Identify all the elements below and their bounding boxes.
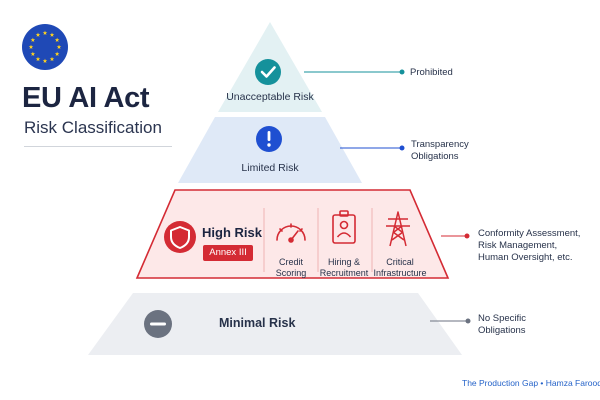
category-line: Scoring xyxy=(275,268,307,278)
shield-icon xyxy=(164,221,196,253)
eu-flag-icon xyxy=(22,24,68,70)
tier-high-label: High Risk xyxy=(202,225,262,240)
callout-transparency: Transparency Obligations xyxy=(411,139,469,163)
page-subtitle: Risk Classification xyxy=(24,118,162,137)
id-badge-icon xyxy=(332,210,356,244)
title-divider xyxy=(24,146,172,147)
flag-star-icon xyxy=(35,56,41,62)
category-line: Hiring & xyxy=(327,257,361,267)
flag-star-icon xyxy=(42,30,48,35)
minus-icon xyxy=(144,310,172,338)
callout-conformity: Conformity Assessment, Risk Management, … xyxy=(478,228,580,264)
flag-star-icon xyxy=(30,51,36,56)
flag-star-icon xyxy=(54,51,60,56)
callout-prohibited: Prohibited xyxy=(410,67,453,78)
flag-star-icon xyxy=(35,32,41,37)
gauge-icon xyxy=(276,223,306,243)
category-line: Infrastructure xyxy=(373,268,427,278)
callout-line: Human Oversight, etc. xyxy=(478,252,573,263)
flag-star-icon xyxy=(56,44,62,49)
callout-line: Risk Management, xyxy=(478,240,558,251)
callout-line: Transparency xyxy=(411,139,469,150)
callout-line: No Specific xyxy=(478,313,527,324)
flag-star-icon xyxy=(28,44,34,49)
footer-credit: The Production Gap • Hamza Farooq xyxy=(462,378,600,388)
category-hiring: Hiring & Recruitment xyxy=(320,257,369,279)
flag-star-icon xyxy=(49,32,55,37)
connector-prohibited xyxy=(304,69,405,75)
connector-conformity xyxy=(441,233,470,239)
exclamation-icon xyxy=(256,126,282,152)
category-line: Recruitment xyxy=(319,268,369,278)
callout-line: Obligations xyxy=(478,325,526,336)
flag-star-icon xyxy=(30,37,36,42)
flag-star-icon xyxy=(42,58,48,63)
connector-nospecific xyxy=(430,318,471,324)
annex-badge: Annex III xyxy=(203,245,253,261)
power-tower-icon xyxy=(386,211,410,247)
flag-star-icon xyxy=(54,37,60,42)
callout-line: Obligations xyxy=(411,151,459,162)
category-credit-scoring: Credit Scoring xyxy=(276,257,307,279)
callout-line: Conformity Assessment, xyxy=(478,228,581,239)
tier-limited-label: Limited Risk xyxy=(241,162,299,174)
category-critical-infrastructure: Critical Infrastructure xyxy=(373,257,426,279)
page-title: EU AI Act xyxy=(22,82,150,114)
tier-unacceptable-label: Unacceptable Risk xyxy=(226,91,314,103)
callout-no-specific: No Specific Obligations xyxy=(478,313,526,337)
tier-minimal-label: Minimal Risk xyxy=(219,316,296,330)
category-line: Credit xyxy=(278,257,304,267)
flag-star-icon xyxy=(49,56,55,62)
tier-minimal-shape xyxy=(88,293,462,355)
check-icon xyxy=(255,59,281,85)
category-line: Critical xyxy=(386,257,414,267)
connector-transparency xyxy=(340,145,405,151)
